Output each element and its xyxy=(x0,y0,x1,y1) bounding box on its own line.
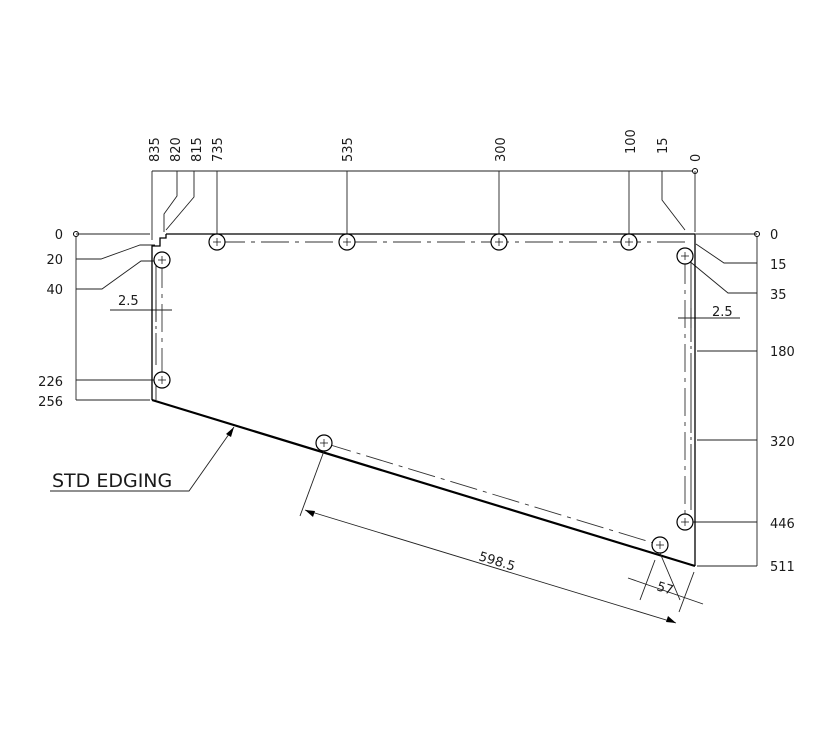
top-dimension-labels: 835 820 815 735 535 300 100 15 0 xyxy=(148,129,704,162)
left-dim-40: 40 xyxy=(46,283,63,298)
top-dim-100: 100 xyxy=(624,129,639,154)
right-dimension-lines xyxy=(687,231,760,567)
angled-offset-dimension: 57 xyxy=(627,559,704,613)
right-dim-511: 511 xyxy=(770,560,795,575)
top-dim-0: 0 xyxy=(689,154,704,162)
right-dim-0: 0 xyxy=(770,228,778,243)
right-dim-35: 35 xyxy=(770,288,787,303)
right-dim-320: 320 xyxy=(770,435,795,450)
left-dim-256: 256 xyxy=(38,395,63,410)
top-dimension-lines xyxy=(151,168,698,242)
left-offset-label: 2.5 xyxy=(118,294,139,309)
right-dim-180: 180 xyxy=(770,345,795,360)
top-dim-300: 300 xyxy=(494,137,509,162)
right-offset-label: 2.5 xyxy=(712,305,733,320)
top-dim-815: 815 xyxy=(190,137,205,162)
left-dimension-lines xyxy=(73,231,156,401)
std-edging-label: STD EDGING xyxy=(52,470,172,492)
angled-offset-label: 57 xyxy=(655,579,675,598)
top-dim-535: 535 xyxy=(341,137,356,162)
left-dim-20: 20 xyxy=(46,253,63,268)
left-edge-offset-dimension: 2.5 xyxy=(110,294,172,320)
std-edging-callout: STD EDGING xyxy=(50,426,235,492)
left-dim-0: 0 xyxy=(55,228,63,243)
left-dim-226: 226 xyxy=(38,375,63,390)
right-dim-15: 15 xyxy=(770,258,787,273)
right-edge-offset-dimension: 2.5 xyxy=(678,305,740,328)
panel-outline xyxy=(151,233,696,568)
top-dim-820: 820 xyxy=(169,137,184,162)
drill-holes xyxy=(153,233,694,554)
angled-length-dimension: 598.5 xyxy=(299,450,681,624)
top-dim-15: 15 xyxy=(656,137,671,154)
right-dim-446: 446 xyxy=(770,517,795,532)
angled-length-label: 598.5 xyxy=(477,549,517,574)
top-dim-735: 735 xyxy=(211,137,226,162)
std-edging-edge xyxy=(151,398,696,568)
top-dim-835: 835 xyxy=(148,137,163,162)
right-dimension-labels: 0 15 35 180 320 446 511 xyxy=(770,228,795,575)
hole-centre-lines xyxy=(161,241,686,546)
left-dimension-labels: 0 20 40 226 256 xyxy=(38,228,63,410)
